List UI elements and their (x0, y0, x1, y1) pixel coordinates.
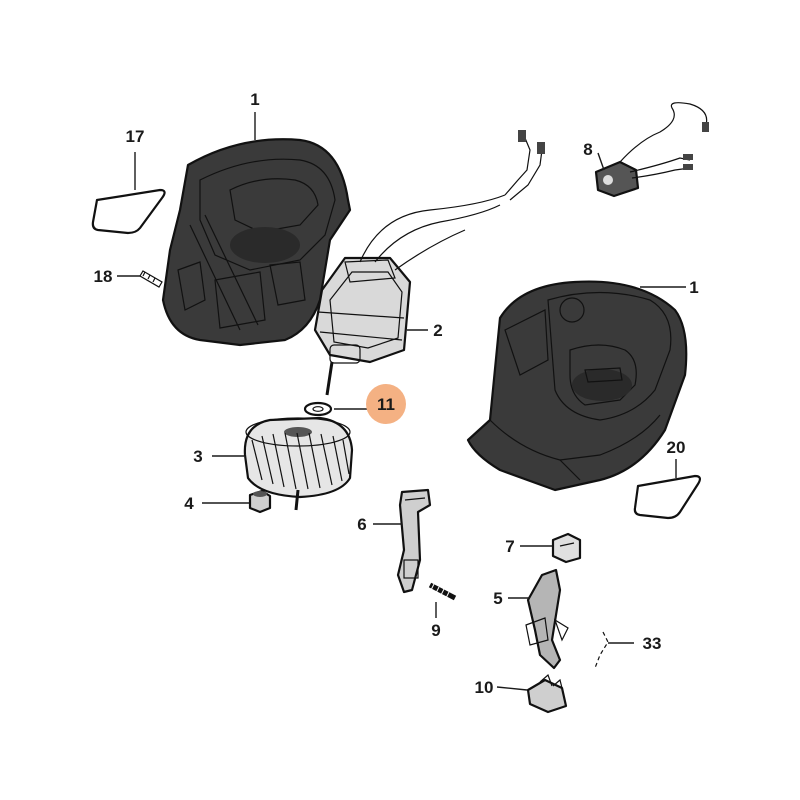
callout-4: 4 (184, 494, 194, 513)
callout-6: 6 (357, 515, 366, 534)
callout-17: 17 (126, 127, 145, 146)
part-10-bracket[interactable] (526, 673, 568, 714)
part-20-label-plate[interactable] (633, 474, 702, 520)
callout-20: 20 (667, 438, 686, 457)
part-9-spring[interactable] (428, 582, 457, 601)
callout-18: 18 (94, 267, 113, 286)
part-5-actuator[interactable] (525, 568, 569, 670)
part-1-left-housing[interactable] (161, 138, 352, 347)
callout-1-right: 1 (689, 278, 698, 297)
part-8-switch-assembly[interactable] (594, 102, 709, 198)
part-7-clip[interactable] (551, 532, 582, 564)
callout-8: 8 (583, 140, 592, 159)
callout-3: 3 (193, 447, 202, 466)
callout-33: 33 (643, 634, 662, 653)
callout-9: 9 (431, 621, 440, 640)
callout-2: 2 (433, 321, 442, 340)
part-6-trigger[interactable] (396, 488, 432, 594)
part-33-wire[interactable] (594, 631, 609, 669)
highlight-badge (366, 384, 406, 424)
part-11-washer[interactable] (303, 401, 333, 417)
callout-11: 11 (377, 395, 395, 414)
part-17-label-plate[interactable] (91, 188, 166, 235)
part-3-fan[interactable] (243, 416, 354, 511)
leader-lines (117, 112, 686, 691)
callout-10: 10 (475, 678, 494, 697)
part-2-motor[interactable] (313, 130, 545, 396)
callout-5: 5 (493, 589, 502, 608)
part-4-nut[interactable] (248, 489, 272, 514)
callout-7: 7 (505, 537, 514, 556)
callout-1-left: 1 (250, 90, 259, 109)
callout-labels: 1 17 18 2 3 4 6 9 7 5 10 33 8 1 20 (94, 90, 699, 697)
part-1-right-housing[interactable] (466, 280, 688, 492)
callout-11-highlighted[interactable]: 11 (366, 384, 406, 424)
part-18-screw[interactable] (139, 270, 163, 288)
